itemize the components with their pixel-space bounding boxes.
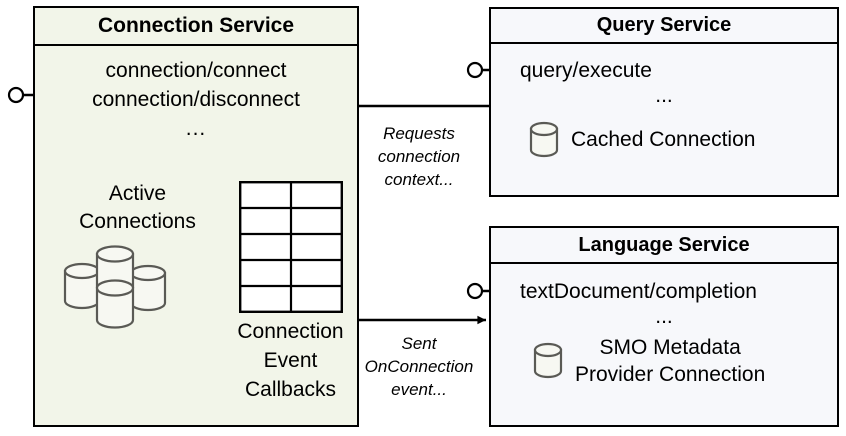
cached-connection-label: Cached Connection <box>571 128 756 151</box>
database-cylinder-icon <box>533 342 563 379</box>
database-cluster-icon <box>63 245 167 329</box>
active-connections-group: Active Connections <box>55 180 220 332</box>
database-cylinder-icon <box>529 121 559 158</box>
smo-metadata-provider-label: SMO Metadata Provider Connection <box>575 336 766 386</box>
smo-metadata-provider-group: SMO Metadata Provider Connection <box>533 334 765 388</box>
table-grid-icon <box>238 181 343 314</box>
query-service-box[interactable]: Query Service query/execute ... Cached C… <box>489 7 839 197</box>
active-connections-label: Active Connections <box>79 182 196 233</box>
edge-label-sent-onconnection-event: Sent OnConnection event... <box>364 334 474 399</box>
operation-textdocument-completion: textDocument/completion <box>520 280 757 303</box>
language-service-ellipsis: ... <box>655 305 673 328</box>
connection-service-title: Connection Service <box>35 8 357 46</box>
language-service-title: Language Service <box>491 228 837 264</box>
operation-query-execute: query/execute <box>520 59 652 82</box>
lollipop-interface-icon-language <box>466 282 518 300</box>
operation-connection-disconnect: connection/disconnect <box>92 88 300 111</box>
language-service-box[interactable]: Language Service textDocument/completion… <box>489 226 839 427</box>
lollipop-circle-connection <box>7 86 25 104</box>
query-service-title: Query Service <box>491 9 837 44</box>
edge-label-requests-connection-context: Requests connection context... <box>377 124 461 189</box>
connection-service-ellipsis: ... <box>185 117 207 140</box>
query-service-ellipsis: ... <box>655 84 673 107</box>
cached-connection-group: Cached Connection <box>529 119 755 161</box>
connection-event-callbacks-group: Connection Event Callbacks <box>223 181 358 404</box>
lollipop-circle-query <box>466 61 484 79</box>
connection-service-operations: connection/connect connection/disconnect… <box>35 56 357 143</box>
connection-service-box[interactable]: Connection Service connection/connect co… <box>33 6 359 427</box>
connection-event-callbacks-label: Connection Event Callbacks <box>237 320 344 401</box>
lollipop-circle-language <box>466 282 484 300</box>
operation-connection-connect: connection/connect <box>105 59 287 82</box>
